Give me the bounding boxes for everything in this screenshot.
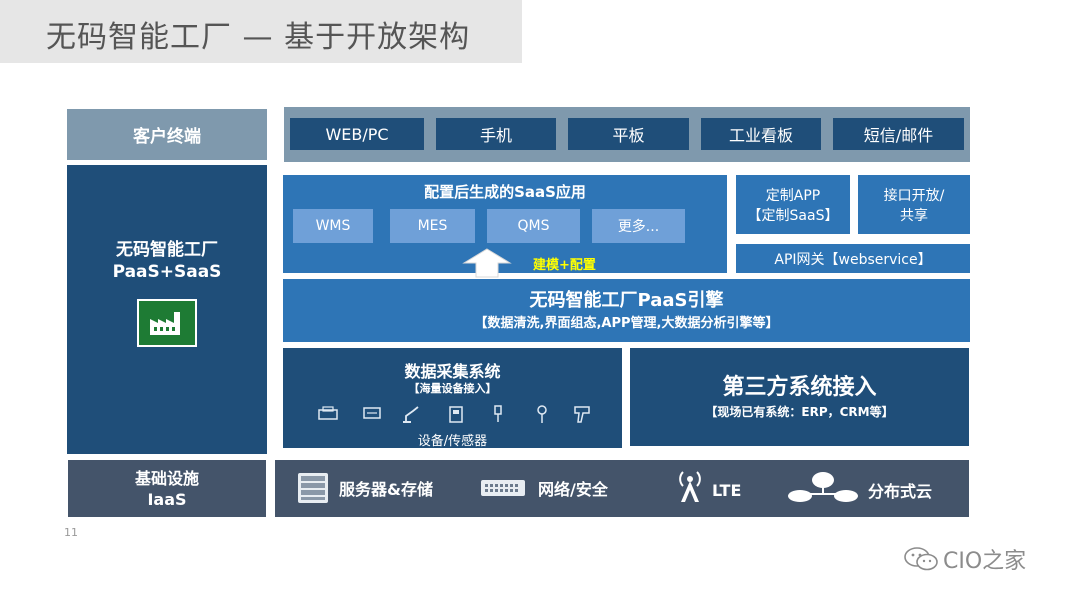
robot-arm-icon: [401, 404, 423, 424]
terminal-sms-email: 短信/邮件: [833, 118, 964, 150]
open-api-subtitle: 共享: [900, 207, 928, 224]
scanner-icon: [361, 404, 383, 424]
terminal-label: 工业看板: [728, 126, 793, 145]
infra-item-cloud: 分布式云: [786, 466, 932, 506]
device-sensor-label: 设备/传感器: [417, 434, 488, 449]
terminal-tablet: 平板: [568, 118, 689, 150]
paas-engine-subtitle: 【数据清洗,界面组态,APP管理,大数据分析引擎等】: [474, 315, 779, 331]
paas-engine-panel: 无码智能工厂PaaS引擎 【数据清洗,界面组态,APP管理,大数据分析引擎等】: [283, 279, 970, 342]
infra-label-cloud: 分布式云: [868, 482, 933, 501]
wechat-icon: [903, 545, 939, 573]
up-arrow-icon: [462, 248, 512, 278]
title-band: [0, 0, 522, 63]
saas-app-qms: QMS: [487, 209, 580, 243]
cloud-icon: [786, 468, 860, 504]
probe-icon: [531, 404, 553, 424]
sensor-icon: [487, 404, 509, 424]
infra-item-server-storage: 服务器&存储: [296, 469, 433, 507]
data-collection-title: 数据采集系统: [404, 362, 501, 381]
platform-panel: 无码智能工厂 PaaS+SaaS: [67, 165, 267, 454]
saas-app-label: WMS: [315, 218, 351, 234]
infra-subtitle: IaaS: [147, 489, 187, 509]
terminal-label: 短信/邮件: [863, 126, 934, 145]
platform-title: 无码智能工厂: [116, 240, 218, 260]
third-party-subtitle: 【现场已有系统：ERP，CRM等】: [705, 405, 894, 419]
saas-title: 配置后生成的SaaS应用: [424, 183, 586, 201]
factory-icon: [137, 299, 197, 347]
open-api-title: 接口开放/: [883, 187, 945, 204]
api-gateway-label: API网关【webservice】: [774, 251, 932, 268]
terminal-device-icon: [445, 404, 467, 424]
printer-icon: [317, 404, 339, 424]
infra-bar: [275, 460, 969, 517]
saas-app-label: QMS: [517, 218, 550, 234]
platform-subtitle: PaaS+SaaS: [112, 262, 222, 282]
client-terminal-text: 客户终端: [133, 127, 201, 147]
saas-app-label: MES: [417, 218, 448, 234]
third-party-title: 第三方系统接入: [722, 375, 877, 400]
custom-app-title: 定制APP: [765, 187, 821, 204]
terminal-label: 平板: [612, 126, 645, 145]
custom-app-subtitle: 【定制SaaS】: [747, 207, 839, 224]
page-number: 11: [64, 526, 78, 539]
infra-title: 基础设施: [134, 468, 199, 488]
infra-label: 基础设施 IaaS: [68, 460, 266, 517]
infra-label-network: 网络/安全: [538, 480, 608, 499]
network-switch-icon: [480, 478, 526, 498]
infra-item-lte: LTE: [674, 466, 741, 506]
terminal-web-pc: WEB/PC: [290, 118, 424, 150]
infra-label-server-storage: 服务器&存储: [339, 480, 433, 499]
barcode-gun-icon: [571, 404, 593, 424]
saas-app-wms: WMS: [293, 209, 373, 243]
terminal-industrial-board: 工业看板: [701, 118, 821, 150]
custom-app-box: 定制APP 【定制SaaS】: [736, 175, 850, 234]
saas-app-mes: MES: [390, 209, 475, 243]
data-collection-panel: [283, 348, 622, 448]
page-title: 无码智能工厂 — 基于开放架构: [46, 20, 471, 55]
server-storage-icon: [296, 471, 330, 505]
infra-label-lte: LTE: [712, 480, 742, 500]
terminal-mobile: 手机: [436, 118, 556, 150]
saas-app-label: 更多...: [617, 219, 660, 235]
paas-engine-title: 无码智能工厂PaaS引擎: [529, 289, 724, 311]
infra-item-network: 网络/安全: [480, 469, 608, 507]
api-gateway-box: API网关【webservice】: [736, 244, 970, 273]
terminal-label: 手机: [479, 126, 512, 145]
data-collection-subtitle: 【海量设备接入】: [408, 382, 497, 395]
client-terminal-label: 客户终端: [67, 109, 267, 160]
watermark-text: CIO之家: [943, 549, 1027, 574]
watermark: CIO之家: [903, 543, 1026, 575]
saas-app-more: 更多...: [592, 209, 685, 243]
terminal-label: WEB/PC: [325, 124, 389, 144]
third-party-panel: 第三方系统接入 【现场已有系统：ERP，CRM等】: [630, 348, 969, 446]
open-api-box: 接口开放/ 共享: [858, 175, 970, 234]
modeling-config-label: 建模+配置: [533, 258, 596, 273]
lte-tower-icon: [674, 468, 706, 504]
device-icon-row: [311, 404, 611, 426]
